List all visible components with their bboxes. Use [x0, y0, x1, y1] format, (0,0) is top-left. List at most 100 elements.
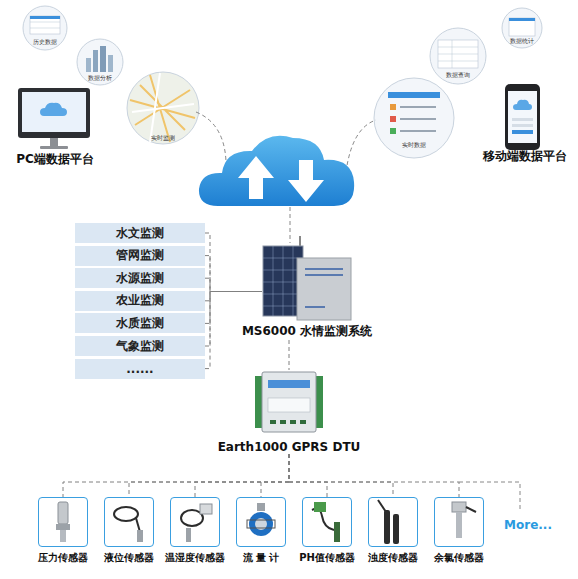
thumbnail-circle-part	[30, 16, 60, 34]
node-label: 浊度传感器	[356, 551, 430, 565]
node-label: 移动端数据平台	[478, 148, 572, 165]
item-label: 农业监测	[116, 292, 164, 309]
dashed-connector	[289, 454, 459, 497]
dashed-connector	[205, 292, 262, 301]
thumbnail-circle-part	[452, 40, 453, 68]
thumbnail-circle-part	[30, 22, 60, 23]
thumbnail-circle-part	[438, 47, 478, 48]
monitor-item: 水源监测	[75, 268, 205, 288]
mobile-phone-part	[513, 100, 532, 110]
sensor-icon-part	[312, 509, 334, 530]
dashed-connector	[261, 454, 289, 497]
node-label: 液位传感器	[92, 551, 166, 565]
thumbnail-label: 实时数据	[394, 141, 434, 150]
sensor-icon-part	[137, 530, 143, 542]
dashed-connector	[195, 454, 289, 497]
thumbnail-circle-part	[400, 118, 436, 120]
sensor-icon-part	[314, 502, 326, 512]
dashed-connector	[63, 454, 289, 497]
thumbnail-label: 实时监测	[143, 134, 183, 143]
sensor-frame	[38, 497, 88, 547]
dashed-link	[290, 207, 291, 243]
thumbnail-circle	[77, 39, 123, 85]
cloud-symbol-part	[199, 136, 354, 206]
item-label: ......	[126, 362, 153, 376]
monitor-item: ......	[75, 359, 205, 379]
sensor-icon-part	[186, 528, 191, 542]
thumbnail-circle-part	[438, 61, 478, 62]
map-circle-part	[132, 73, 194, 142]
sensor-icon-part	[136, 518, 140, 532]
pc-monitor-part	[18, 88, 90, 138]
thumbnail-circle-part	[30, 16, 60, 19]
thumbnail-circle-part	[502, 8, 542, 48]
thumbnail-circle-part	[30, 28, 60, 29]
sensor-icon	[114, 507, 143, 542]
node-label: MS6000 水情监测系统	[220, 323, 394, 340]
sensor-icon-part	[466, 507, 476, 512]
thumbnail-circle-part	[509, 18, 535, 21]
dashed-connector	[205, 256, 262, 292]
dtu-device-part	[262, 372, 316, 432]
thumbnail-circle-part	[438, 54, 478, 55]
cloud-symbol-part	[238, 156, 274, 199]
mobile-phone	[505, 84, 540, 150]
mobile-phone-part	[512, 130, 533, 134]
item-label: 水质监测	[116, 315, 164, 332]
thumbnail-label: 数据分析	[80, 74, 120, 83]
dtu-device-part	[290, 420, 296, 424]
pc-monitor-part	[40, 103, 67, 116]
thumbnail-circle-part	[390, 104, 396, 110]
more-label: More...	[498, 518, 558, 532]
dashed-connector	[129, 454, 289, 497]
platform-node: PC端数据平台	[12, 84, 98, 168]
monitor-item: 水文监测	[75, 223, 205, 243]
dtu-device-part	[300, 420, 306, 424]
sensor-icon-part	[58, 502, 68, 524]
node-label: 压力传感器	[26, 551, 100, 565]
mobile-phone-part	[512, 118, 533, 121]
sensor-icon-part	[378, 500, 386, 512]
dashed-connector	[205, 278, 262, 291]
thumbnail-circle-part	[388, 92, 440, 98]
sensor-frame	[434, 497, 484, 547]
thumbnail-circle-part	[23, 6, 67, 50]
node-label: 温湿度传感器	[158, 551, 232, 565]
sensor-node: 浊度传感器	[368, 497, 418, 563]
item-label: 水文监测	[116, 225, 164, 242]
solar-station-part	[305, 268, 343, 270]
sensor-icon	[378, 500, 399, 544]
dashed-link	[196, 112, 226, 172]
dashed-connector	[289, 340, 290, 370]
device-node: MS6000 水情监测系统	[262, 243, 352, 340]
pc-monitor-part	[40, 146, 68, 149]
dashed-connector	[289, 454, 393, 497]
node-label: PH值传感器	[290, 551, 364, 565]
thumbnail-circle-part	[438, 40, 478, 68]
thumbnail-circle	[374, 78, 454, 158]
node-label: 流 量 计	[224, 551, 298, 565]
sensor-icon	[181, 504, 212, 542]
dtu-device-part	[268, 380, 310, 388]
dtu-device-part	[268, 398, 310, 412]
sensor-node: 温湿度传感器	[170, 497, 220, 563]
sensor-icon	[56, 502, 70, 542]
sensor-frame	[236, 497, 286, 547]
dtu-device-part	[280, 420, 286, 424]
sensor-node: 流 量 计	[236, 497, 286, 563]
sensor-icon	[247, 503, 275, 536]
map-circle	[127, 72, 199, 144]
dashed-link	[346, 120, 376, 172]
thumbnail-circle	[502, 8, 542, 48]
sensor-node: PH值传感器	[302, 497, 352, 563]
node-label: 余氯传感器	[422, 551, 496, 565]
item-label: 气象监测	[116, 338, 164, 355]
dtu-device-part	[270, 420, 276, 424]
mobile-phone-part	[508, 91, 537, 143]
sensor-frame	[170, 497, 220, 547]
sensor-icon-part	[393, 514, 399, 544]
thumbnail-circle-part	[108, 55, 113, 72]
thumbnail-label: 数据查询	[438, 71, 478, 80]
sensor-icon	[312, 502, 340, 542]
